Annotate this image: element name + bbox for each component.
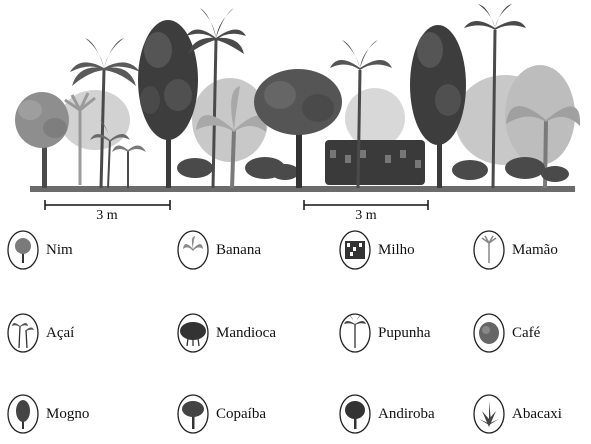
legend-label-mamao: Mamão <box>512 242 558 259</box>
agroforestry-illustration <box>0 0 591 222</box>
mandioca-icon <box>176 312 210 354</box>
legend-label-milho: Milho <box>378 242 415 259</box>
legend-label-cafe: Café <box>512 325 540 342</box>
legend-label-acai: Açaí <box>46 325 74 342</box>
nim-icon <box>6 229 40 271</box>
nim-tree-left <box>15 92 69 188</box>
legend-item-pupunha: Pupunha <box>338 311 431 355</box>
legend-label-copaiba: Copaíba <box>216 406 266 423</box>
legend-item-mogno: Mogno <box>6 392 89 436</box>
banana-icon <box>176 229 210 271</box>
copaiba-icon <box>176 393 210 435</box>
legend-item-milho: Milho <box>338 228 415 272</box>
mamao-icon <box>472 229 506 271</box>
cafe-icon <box>472 312 506 354</box>
legend-item-copaiba: Copaíba <box>176 392 266 436</box>
scale-label-right: 3 m <box>346 209 386 223</box>
legend: Nim Banana Milho Mamão Açaí <box>0 222 591 444</box>
legend-item-andiroba: Andiroba <box>338 392 435 436</box>
legend-label-andiroba: Andiroba <box>378 406 435 423</box>
legend-label-banana: Banana <box>216 242 261 259</box>
legend-label-pupunha: Pupunha <box>378 325 431 342</box>
legend-item-abacaxi: Abacaxi <box>472 392 562 436</box>
milho-icon <box>338 229 372 271</box>
pupunha-icon <box>338 312 372 354</box>
legend-label-nim: Nim <box>46 242 73 259</box>
legend-label-mandioca: Mandioca <box>216 325 276 342</box>
legend-item-mandioca: Mandioca <box>176 311 276 355</box>
legend-item-nim: Nim <box>6 228 73 272</box>
legend-item-acai: Açaí <box>6 311 74 355</box>
legend-item-mamao: Mamão <box>472 228 558 272</box>
milho-rows <box>325 140 425 185</box>
acai-icon <box>6 312 40 354</box>
legend-item-banana: Banana <box>176 228 261 272</box>
abacaxi-icon <box>472 393 506 435</box>
andiroba-icon <box>338 393 372 435</box>
legend-item-cafe: Café <box>472 311 540 355</box>
legend-label-mogno: Mogno <box>46 406 89 423</box>
legend-label-abacaxi: Abacaxi <box>512 406 562 423</box>
scale-label-left: 3 m <box>87 209 127 223</box>
mogno-icon <box>6 393 40 435</box>
